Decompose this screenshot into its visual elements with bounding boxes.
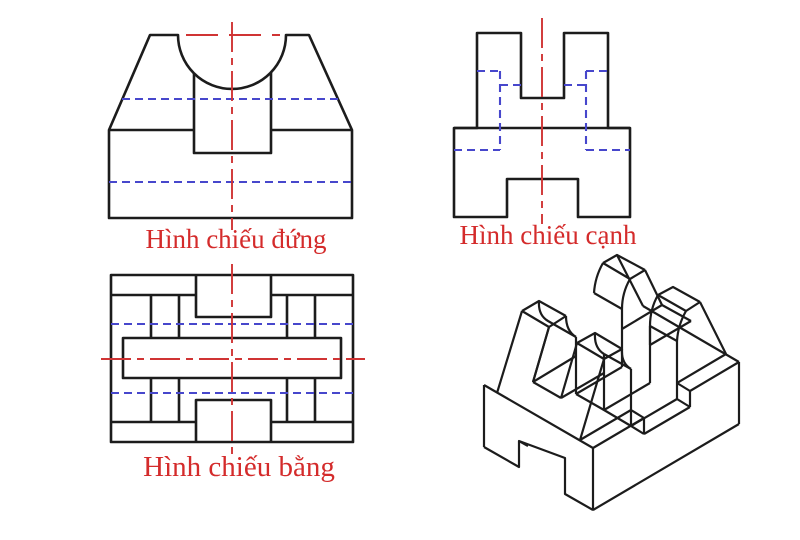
top-view-label: Hình chiếu bằng <box>143 451 335 483</box>
front-view-hidden-lines <box>109 97 352 184</box>
side-view <box>452 18 632 224</box>
iso-slot-front <box>629 341 691 435</box>
iso-silhouette <box>616 254 740 363</box>
side-view-label: Hình chiếu cạnh <box>459 220 637 250</box>
top-view <box>101 264 365 455</box>
top-view-outline <box>109 273 355 444</box>
iso-slot-interior <box>574 325 678 427</box>
iso-rear-rib-caps <box>521 253 646 338</box>
iso-rear-rib <box>531 269 663 383</box>
front-view-label: Hình chiếu đứng <box>145 224 327 254</box>
top-view-rib-edges <box>149 295 317 422</box>
side-view-outline <box>452 31 632 219</box>
iso-front-rib-caps <box>576 285 701 360</box>
top-view-step-edges <box>111 293 353 424</box>
front-view-outline <box>107 33 354 220</box>
iso-base <box>482 361 741 511</box>
iso-slant-faces <box>495 310 579 399</box>
iso-front-rib <box>578 301 727 441</box>
top-view-valley-rect <box>121 336 343 380</box>
isometric-view <box>482 253 741 511</box>
side-view-hidden-lines <box>454 69 630 152</box>
front-view-slot <box>192 72 273 155</box>
front-view <box>107 22 354 230</box>
iso-valley <box>532 304 692 399</box>
